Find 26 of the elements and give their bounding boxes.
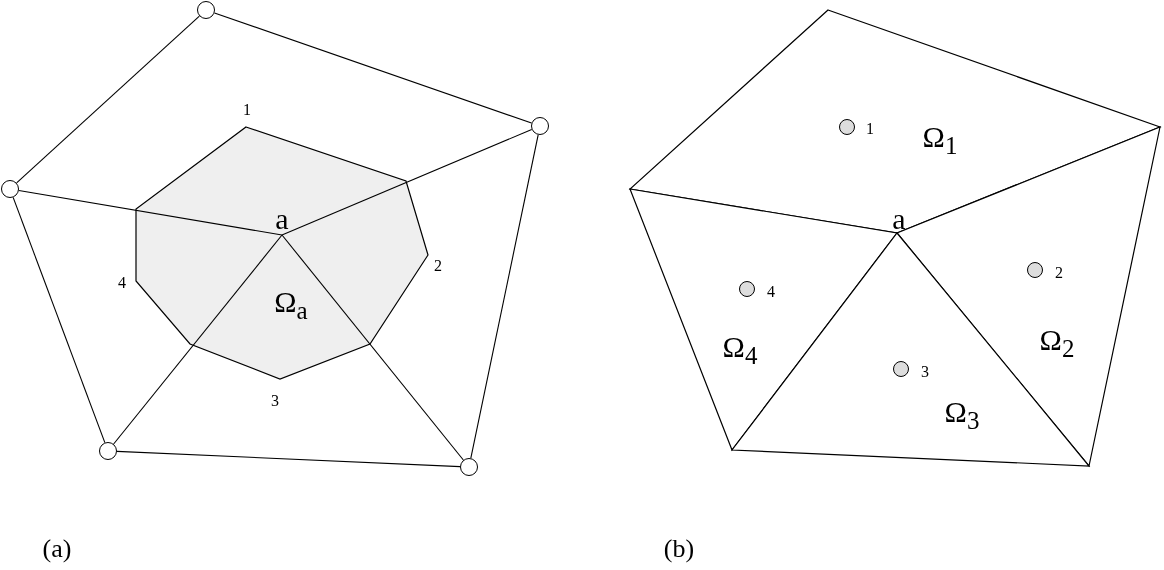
point-number: 4 — [767, 284, 775, 300]
mesh-edge — [281, 128, 533, 236]
region-label: Ω$_{1}$ — [922, 122, 958, 158]
face-number: 2 — [434, 258, 442, 274]
mesh-edge — [18, 189, 283, 236]
point-number: 1 — [866, 121, 874, 137]
mesh-edge — [113, 234, 283, 445]
vertex-label: a — [892, 204, 906, 234]
face-number: 3 — [271, 393, 279, 409]
region-label: Ω$_{2}$ — [1039, 325, 1075, 361]
region-label: Ω$_{4}$ — [722, 332, 758, 368]
mesh-edge — [12, 196, 106, 444]
region-label: Ω$_{a}$ — [274, 287, 308, 323]
face-number: 4 — [118, 275, 126, 291]
panel-label: (b) — [663, 536, 695, 562]
vertex-label: a — [275, 204, 289, 234]
face-number: 1 — [243, 102, 251, 118]
mesh-edge — [281, 234, 464, 461]
panel-label: (a) — [42, 536, 72, 562]
mesh-edge — [470, 134, 539, 459]
mesh-edge — [213, 12, 533, 124]
region-label: Ω$_{3}$ — [944, 397, 980, 433]
point-number: 2 — [1055, 265, 1063, 281]
mesh-edge — [16, 15, 200, 184]
mesh-edge — [116, 450, 461, 468]
point-number: 3 — [921, 364, 929, 380]
